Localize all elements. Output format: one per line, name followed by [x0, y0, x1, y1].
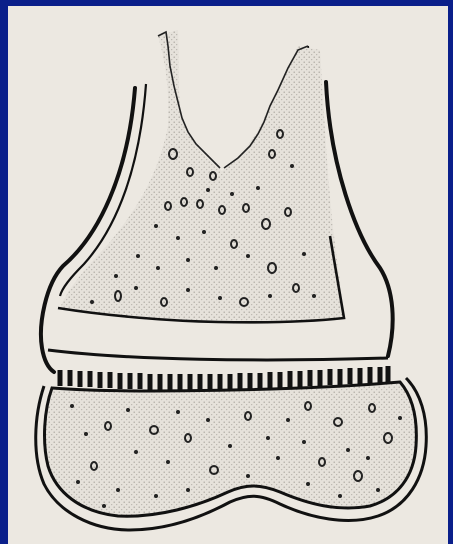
drawing-canvas [8, 6, 448, 544]
